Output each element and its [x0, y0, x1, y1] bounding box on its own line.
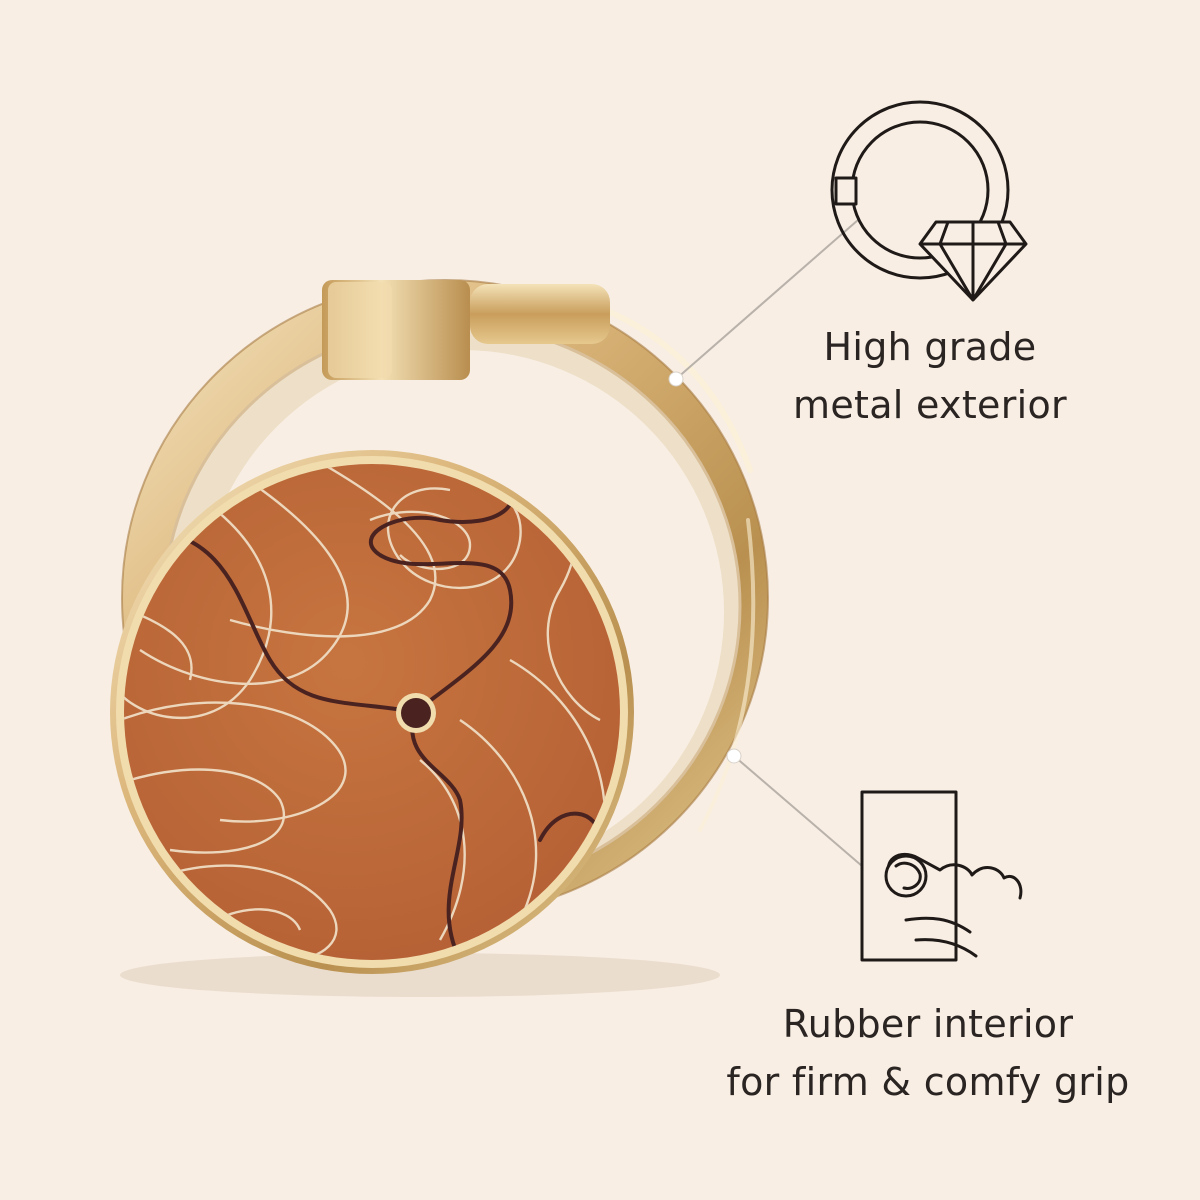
ring-diamond-icon	[830, 100, 1028, 302]
ring-disc	[110, 450, 634, 974]
rubber-callout-line	[733, 755, 863, 867]
metal-feature-line1: High grade	[823, 325, 1037, 369]
metal-feature-line2: metal exterior	[793, 383, 1067, 427]
hinge	[322, 280, 610, 380]
product-shadow	[120, 953, 720, 997]
rubber-feature-text: Rubber interior for firm & comfy grip	[700, 995, 1156, 1111]
metal-callout-line	[675, 219, 859, 380]
finger-ring-phone-icon	[860, 790, 1023, 962]
rubber-callout-dot	[726, 748, 742, 764]
metal-callout-dot	[668, 371, 684, 387]
rubber-feature-line2: for firm & comfy grip	[726, 1060, 1130, 1104]
metal-feature-text: High grade metal exterior	[780, 318, 1080, 434]
rubber-feature-line1: Rubber interior	[782, 1002, 1074, 1046]
